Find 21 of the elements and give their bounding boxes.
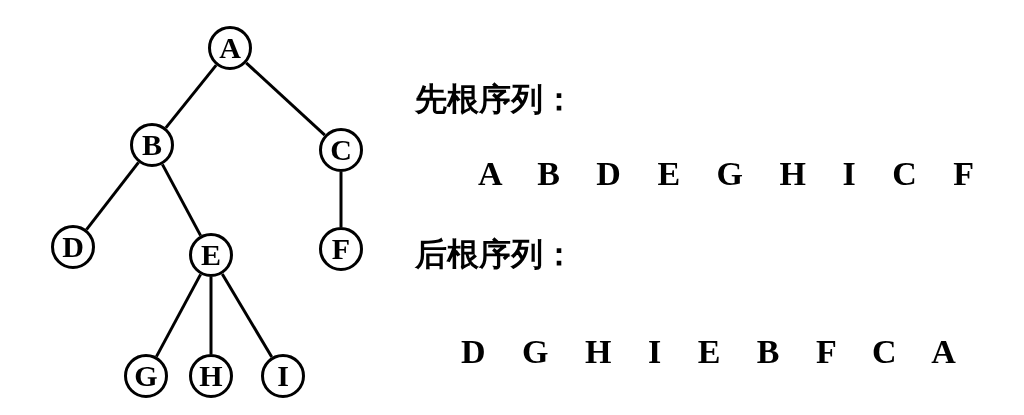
tree-node-circle: G [124, 354, 168, 398]
connector-line [220, 273, 274, 358]
section-heading: 后根序列： [415, 235, 575, 274]
tree-node-circle: F [319, 227, 363, 271]
connector-line [155, 273, 202, 358]
tree-node-circle: A [208, 26, 252, 70]
tree-node-circle: D [51, 225, 95, 269]
connector-line [164, 64, 218, 129]
sequence-text: A B D E G H I C F [478, 155, 975, 193]
tree-node-circle: H [189, 354, 233, 398]
connector-line [161, 163, 202, 237]
connector-line [339, 172, 343, 227]
connector-line [85, 161, 140, 231]
connector-line [245, 61, 326, 137]
tree-node-circle: C [319, 128, 363, 172]
tree-node-circle: I [261, 354, 305, 398]
tree-node-circle: B [130, 123, 174, 167]
connector-line [209, 277, 213, 354]
section-heading: 先根序列： [415, 80, 575, 119]
tree-node-circle: E [189, 233, 233, 277]
sequence-text: D G H I E B F C A [461, 333, 956, 371]
